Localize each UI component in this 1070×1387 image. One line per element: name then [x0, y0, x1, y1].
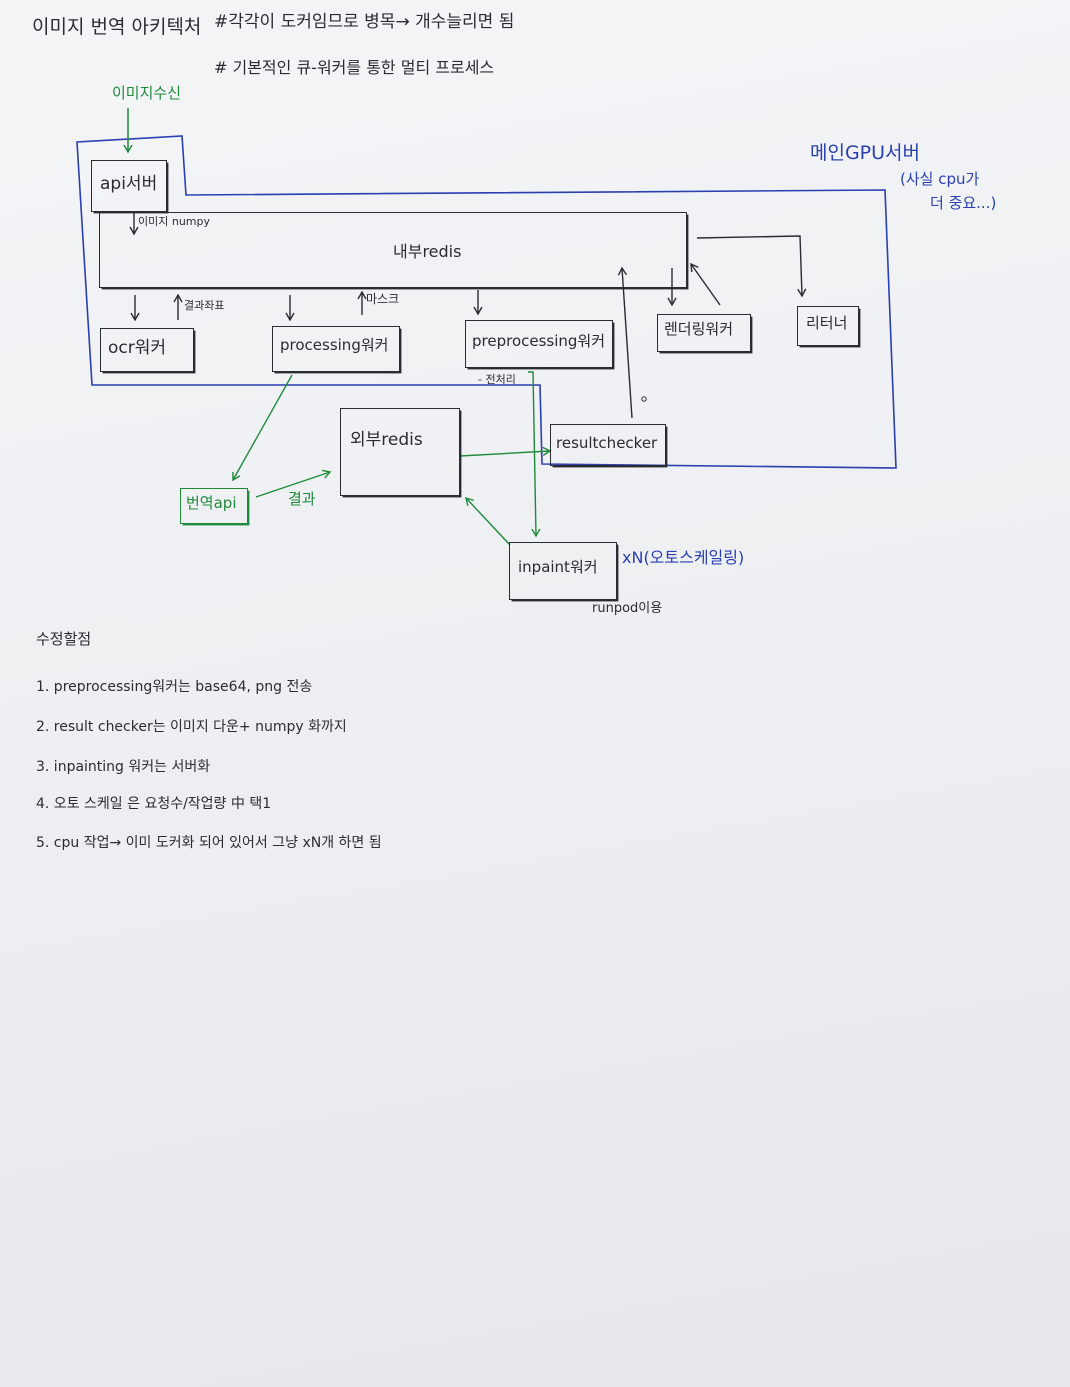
rendering-worker-label: 렌더링워커	[664, 320, 734, 338]
translate-api-label: 번역api	[186, 494, 237, 512]
processing-worker-label: processing워커	[280, 336, 389, 354]
fix-item-2: 2. result checker는 이미지 다운+ numpy 화까지	[36, 719, 347, 735]
header-note-queue-worker: # 기본적인 큐-워커를 통한 멀티 프로세스	[214, 58, 495, 77]
main-gpu-server-label: 메인GPU서버	[810, 142, 921, 164]
header-note-docker: #각각이 도커임므로 병목→ 개수늘리면 됨	[214, 12, 515, 32]
small-circle-mark	[641, 396, 647, 402]
ocr-worker-box	[100, 328, 194, 372]
internal-redis-box	[99, 212, 687, 288]
external-redis-box	[340, 408, 460, 496]
page-title: 이미지 번역 아키텍처	[32, 16, 202, 38]
external-redis-label: 외부redis	[350, 430, 423, 450]
translate-to-external-redis-arrow	[255, 469, 332, 498]
fix-item-3: 3. inpainting 워커는 서버화	[36, 759, 211, 775]
external-redis-to-resultchecker-arrow	[459, 446, 552, 457]
mask-label: 마스크	[366, 292, 400, 306]
fix-item-4: 4. 오토 스케일 은 요청수/작업량 中 택1	[36, 796, 272, 812]
ocr-result-label: 결과좌표	[184, 299, 225, 312]
api-server-box	[91, 160, 167, 212]
main-gpu-server-note-2: 더 중요...)	[930, 194, 997, 212]
returner-label: 리터너	[806, 314, 848, 332]
fixes-heading: 수정할점	[36, 630, 92, 648]
inpaint-worker-label: inpaint워커	[518, 558, 598, 576]
runpod-note: runpod이용	[592, 601, 663, 616]
preprocessing-worker-box	[465, 320, 613, 368]
processing-worker-box	[272, 326, 400, 372]
result-label: 결과	[288, 490, 316, 508]
redis-to-returner-arrow	[696, 235, 807, 298]
returner-box	[797, 306, 859, 346]
result-checker-label: resultchecker	[556, 434, 658, 452]
inpaint-to-external-redis-arrow	[465, 496, 511, 546]
result-checker-box	[550, 424, 666, 466]
main-gpu-server-boundary	[76, 135, 897, 469]
inpaint-worker-box	[509, 542, 617, 600]
rendering-worker-box	[657, 314, 751, 352]
image-input-label: 이미지수신	[112, 84, 182, 102]
fix-item-5: 5. cpu 작업→ 이미 도커화 되어 있어서 그냥 xN개 하면 됨	[36, 835, 382, 851]
translate-api-box	[180, 488, 248, 524]
api-server-label: api서버	[100, 174, 158, 194]
inpaint-autoscale-label: xN(오토스케일링)	[622, 548, 745, 567]
preprocessing-to-inpaint-arrow	[528, 371, 541, 538]
ocr-worker-label: ocr워커	[108, 338, 167, 358]
rendering-to-redis-arrow	[690, 262, 721, 306]
preprocessing-worker-label: preprocessing워커	[472, 332, 606, 350]
processing-to-translate-arrow	[232, 374, 293, 482]
internal-redis-label: 내부redis	[393, 242, 462, 261]
main-gpu-server-note-1: (사실 cpu가	[900, 170, 980, 188]
fix-item-1: 1. preprocessing워커는 base64, png 전송	[36, 679, 313, 695]
preprocess-label: - 전처리	[478, 373, 516, 386]
api-to-redis-label: 이미지 numpy	[138, 215, 211, 228]
resultchecker-to-redis-arrow	[617, 266, 633, 419]
